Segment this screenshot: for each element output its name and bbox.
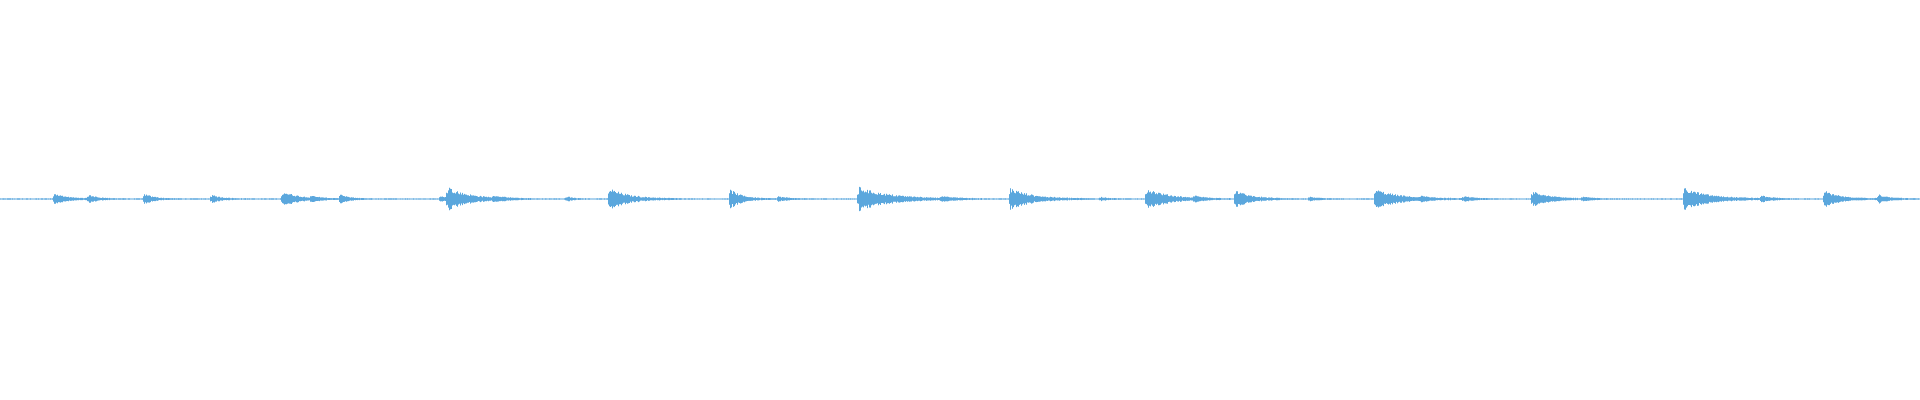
waveform-trace: [0, 186, 1920, 212]
